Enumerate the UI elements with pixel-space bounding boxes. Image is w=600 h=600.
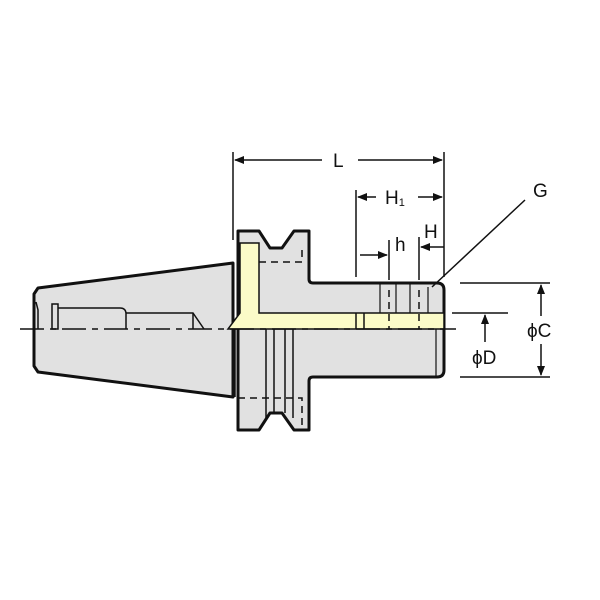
taper-shank: [32, 261, 235, 399]
label-phi-D: ϕD: [472, 348, 496, 369]
flange-lines: [234, 329, 294, 418]
label-H1: H1: [385, 188, 405, 209]
flange-body: [236, 229, 446, 432]
dimension-lines: [232, 152, 550, 378]
coolant-channel: [226, 242, 445, 330]
hidden-lines: [238, 249, 420, 425]
label-L: L: [333, 151, 344, 172]
label-H: H: [424, 222, 438, 243]
label-phi-C: ϕC: [527, 321, 551, 342]
label-G: G: [533, 181, 548, 202]
label-h: h: [395, 235, 406, 256]
thread-lines: [379, 283, 437, 377]
